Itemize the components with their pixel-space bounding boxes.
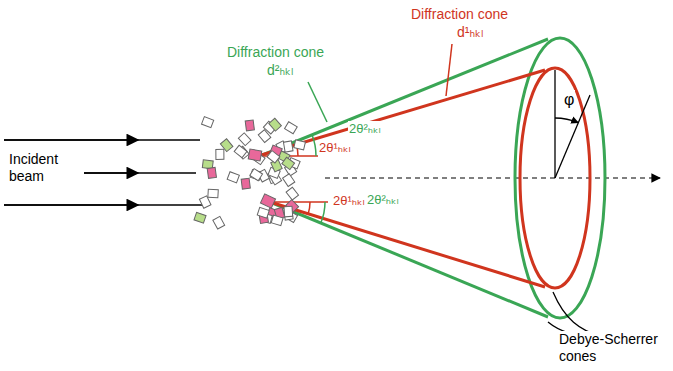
crystallite	[208, 189, 218, 198]
crystallite	[234, 145, 247, 157]
leader-line	[308, 82, 327, 122]
d-spacing-label: d²ₕₖₗ	[266, 62, 294, 79]
beam-ray	[4, 139, 138, 141]
beam-ray	[4, 204, 205, 206]
cone-label: Diffraction cone	[410, 6, 509, 23]
beam-ray	[4, 204, 138, 206]
angle-arc	[312, 134, 316, 156]
crystallite	[285, 122, 298, 134]
crystallite	[283, 141, 293, 152]
leader-line	[446, 44, 452, 96]
crystallite	[260, 194, 275, 208]
crystallite	[284, 206, 293, 217]
azimuth-mark	[555, 70, 590, 178]
crystallite	[213, 216, 225, 229]
crystallite	[257, 207, 269, 218]
diffraction-cone-2	[260, 38, 605, 318]
crystallite	[202, 117, 214, 128]
cone-edge	[270, 202, 545, 287]
beam-ray	[84, 172, 138, 174]
beam-label: Incident beam	[8, 151, 82, 185]
beam-ray	[84, 172, 196, 174]
cone-edge	[270, 202, 548, 317]
reference-line	[270, 201, 328, 203]
crystallite	[282, 157, 295, 169]
angle-label: 2θ²ₕₖₗ	[348, 121, 382, 137]
d-spacing-label: d¹ₕₖₗ	[456, 24, 484, 41]
crystallite	[238, 133, 251, 146]
angle-arc	[555, 118, 578, 123]
crystallite	[194, 212, 206, 223]
crystallite	[283, 174, 295, 187]
crystallite	[258, 130, 271, 143]
crystallite	[227, 172, 239, 183]
crystallite	[245, 120, 254, 131]
crystallite	[248, 149, 262, 161]
debye-scherrer-ring	[520, 68, 590, 288]
crystallite	[241, 178, 250, 189]
polycrystal-sample	[194, 117, 305, 229]
crystallite	[286, 187, 298, 200]
crystallite	[294, 140, 306, 150]
debye-scherrer-ring	[515, 38, 605, 318]
beam-axis	[325, 177, 660, 178]
crystallite	[271, 215, 283, 226]
angle-label: 2θ¹ₕₖₗ	[332, 193, 366, 209]
angle-arc	[308, 202, 310, 214]
cone-edge	[258, 70, 545, 156]
beam-ray	[4, 139, 200, 141]
angle-arc	[321, 202, 325, 223]
crystallite	[267, 151, 280, 163]
cones-label: Debye-Scherrer cones	[558, 331, 668, 365]
cone-label: Diffraction cone	[226, 44, 325, 61]
angle-label: 2θ¹ₕₖₗ	[318, 140, 352, 156]
crystallite	[207, 167, 216, 178]
angle-symbol: φ	[563, 90, 575, 109]
crystallite	[216, 149, 224, 159]
angle-label: 2θ²ₕₖₗ	[366, 192, 400, 208]
diffraction-cone-1	[258, 68, 590, 288]
reference-line	[554, 70, 555, 178]
crystallite	[269, 118, 282, 131]
crystallite	[250, 169, 263, 181]
incident-beam	[4, 140, 205, 205]
